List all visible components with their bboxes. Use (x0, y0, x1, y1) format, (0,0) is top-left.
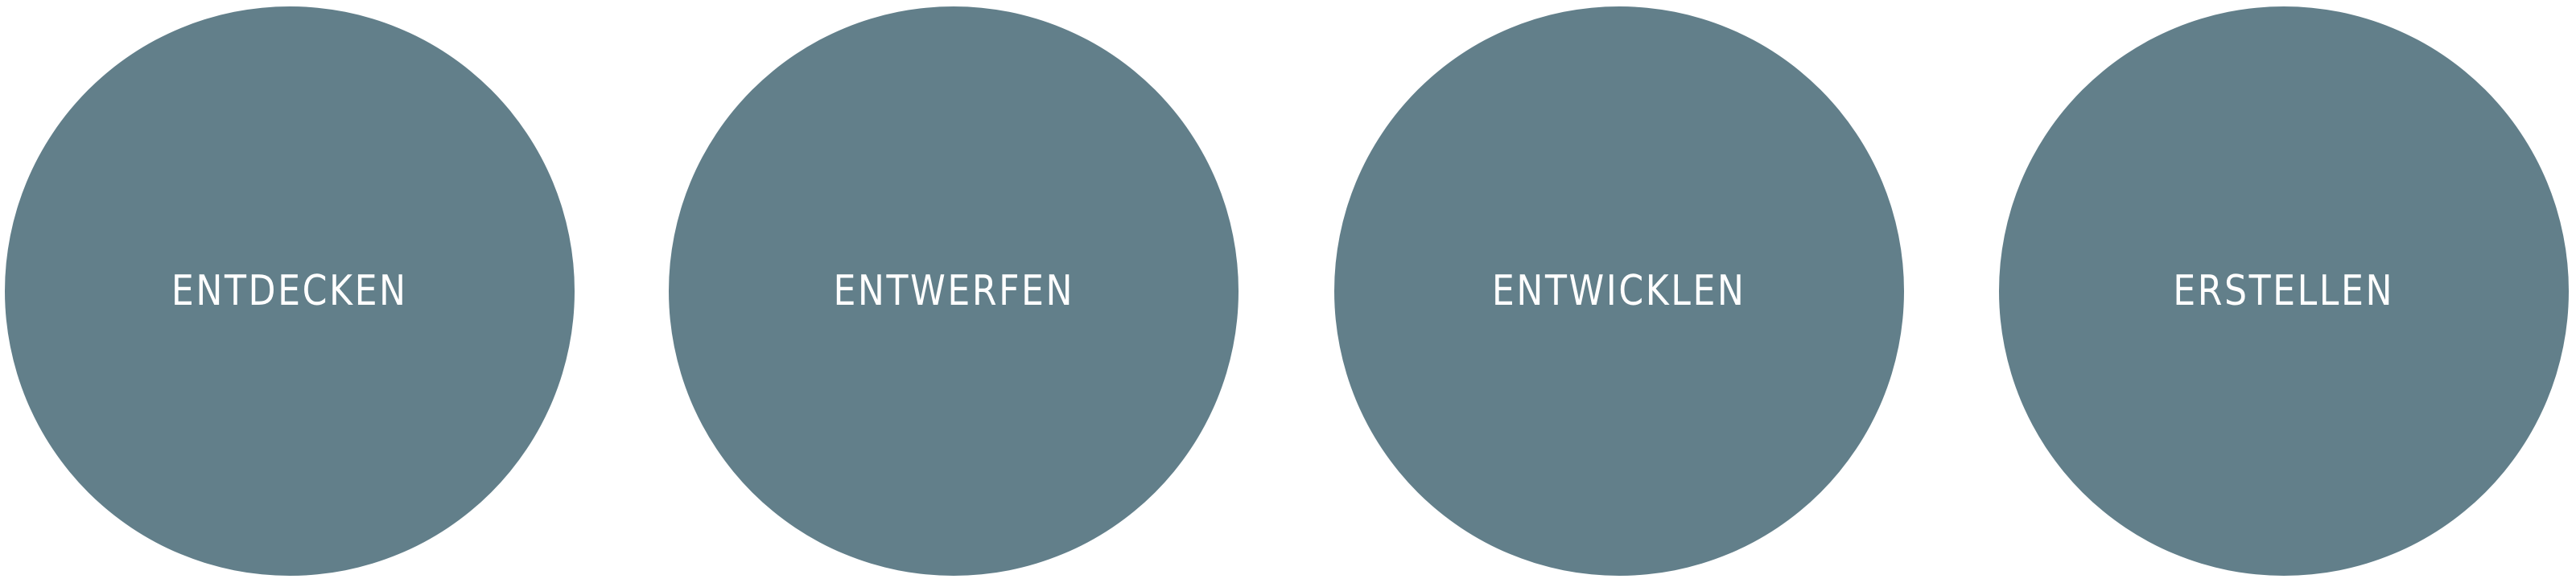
step-circle-entwicklen: ENTWICKLEN (1334, 6, 1904, 576)
step-label: ERSTELLEN (2173, 267, 2395, 315)
step-label: ENTWERFEN (833, 267, 1074, 315)
step-circle-entdecken: ENTDECKEN (5, 6, 575, 576)
step-label: ENTDECKEN (171, 267, 408, 315)
step-circle-erstellen: ERSTELLEN (1999, 6, 2569, 576)
step-label: ENTWICKLEN (1492, 267, 1746, 315)
step-circle-entwerfen: ENTWERFEN (669, 6, 1239, 576)
